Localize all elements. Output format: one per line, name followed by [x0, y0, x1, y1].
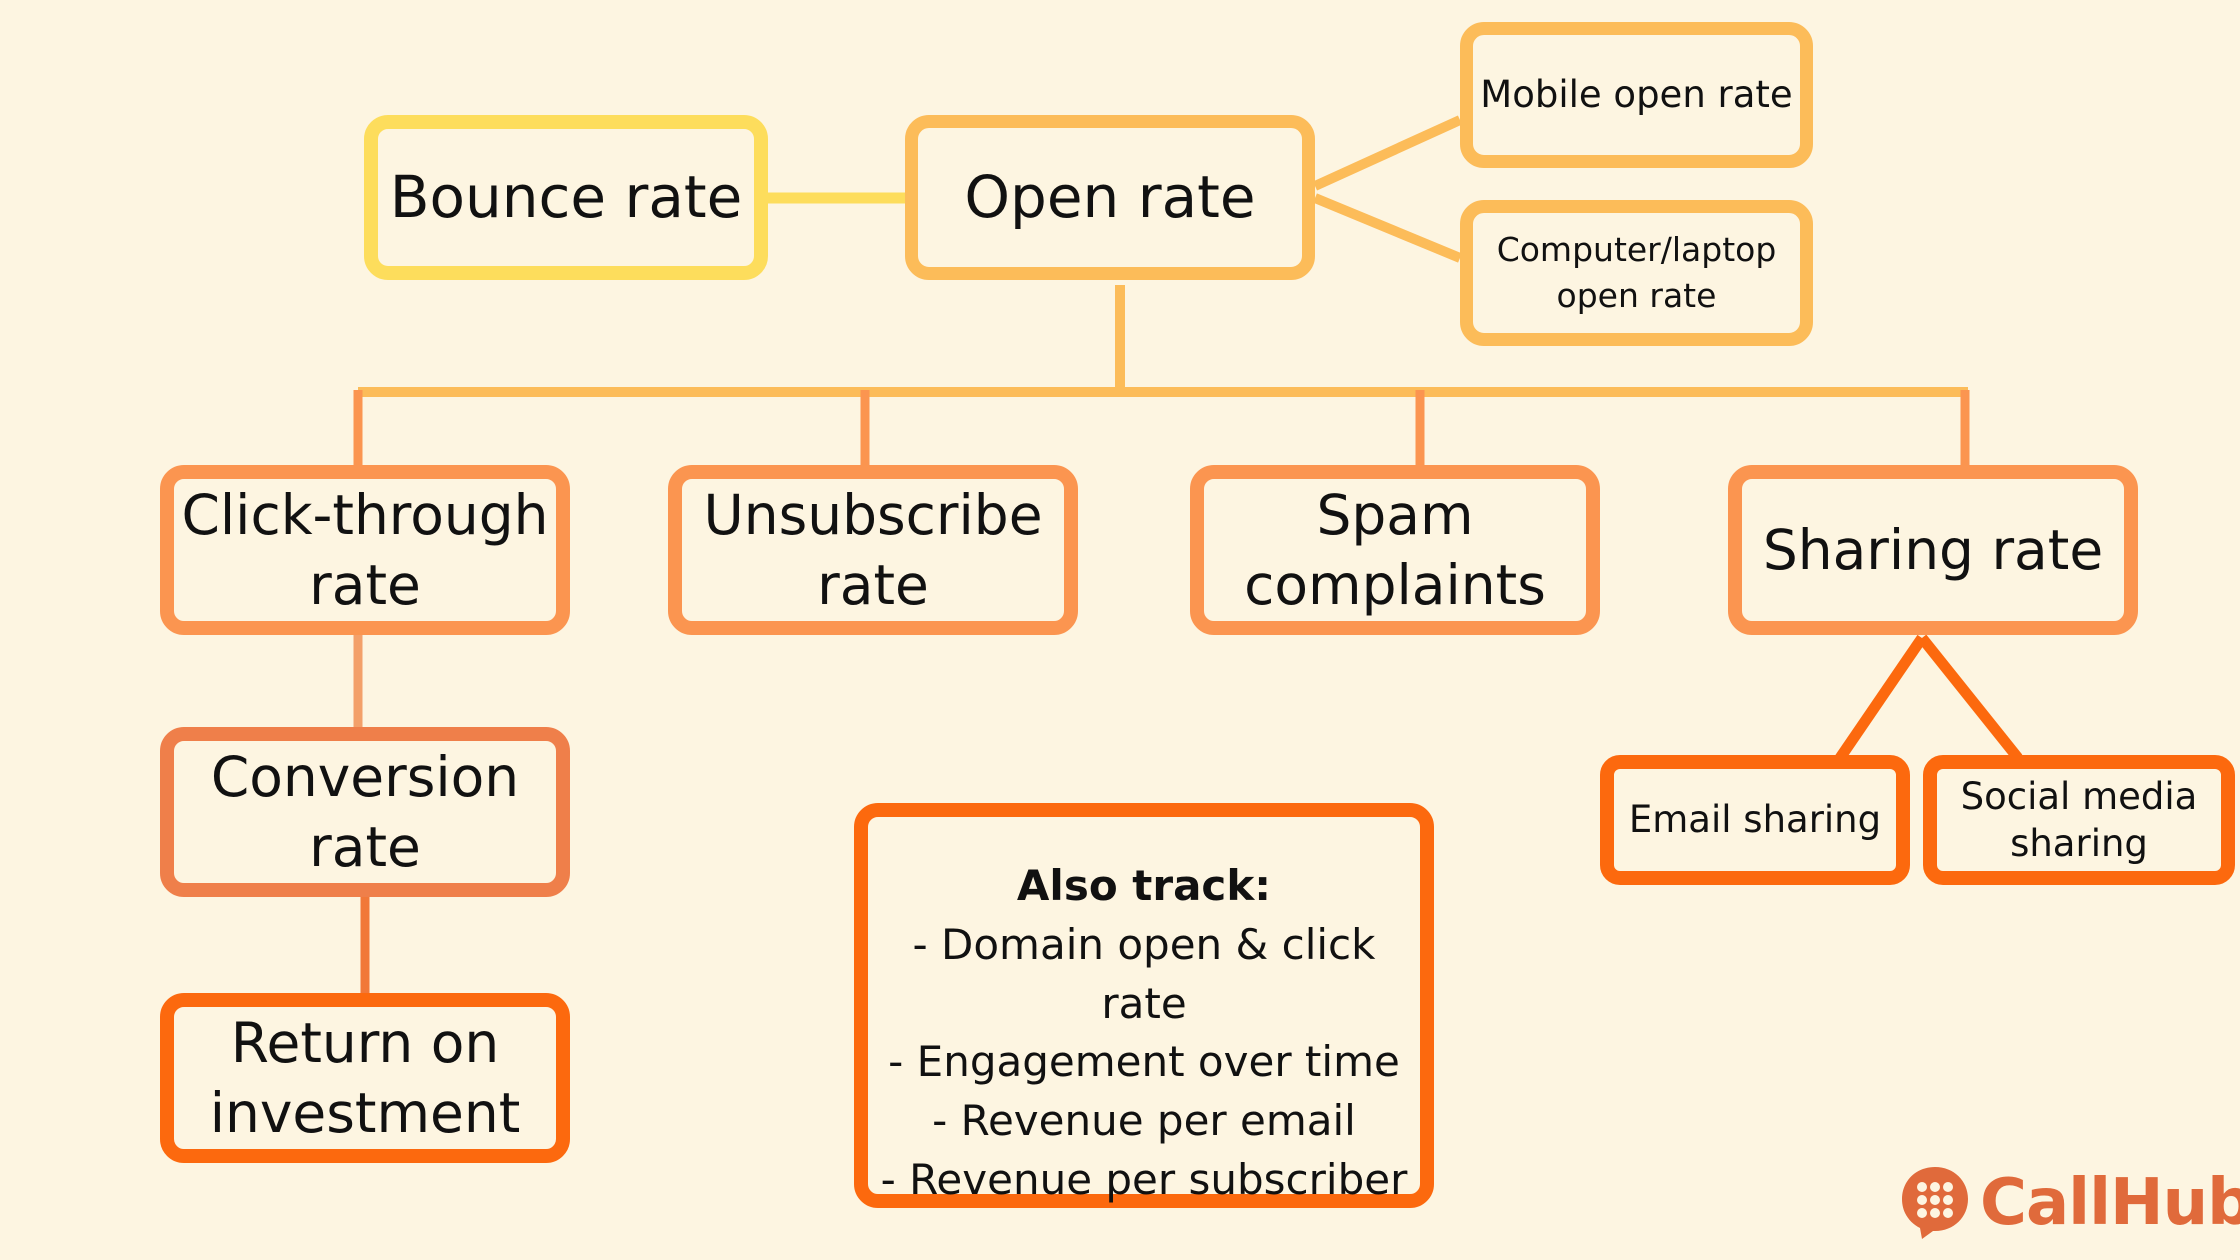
node-bounce-rate-label: Bounce rate	[389, 163, 743, 232]
node-email-sharing: Email sharing	[1600, 755, 1910, 885]
node-social-media-sharing: Social media sharing	[1923, 755, 2235, 885]
node-sharing-rate-label: Sharing rate	[1762, 517, 2104, 582]
also-track-box: Also track: - Domain open & click rate -…	[854, 803, 1434, 1208]
node-sharing-rate: Sharing rate	[1728, 465, 2138, 635]
node-unsubscribe-rate-label: Unsubscribe rate	[703, 482, 1043, 617]
brand-name: CallHub	[1980, 1166, 2240, 1240]
connector-sharing-social	[1917, 634, 2023, 762]
node-spam-complaints: Spam complaints	[1190, 465, 1600, 635]
also-track-item: - Revenue per email	[932, 1096, 1356, 1146]
node-conversion-rate: Conversion rate	[160, 727, 570, 897]
also-track-item: - Revenue per subscriber	[880, 1154, 1408, 1204]
callhub-logo-icon	[1902, 1167, 1968, 1239]
node-computer-open-rate-label: Computer/laptop open rate	[1496, 229, 1777, 315]
node-mobile-open-rate-label: Mobile open rate	[1480, 73, 1793, 117]
also-track-item: - Engagement over time	[888, 1037, 1400, 1087]
node-spam-complaints-label: Spam complaints	[1244, 482, 1546, 617]
also-track-item: - Domain open & click rate	[912, 919, 1376, 1028]
node-click-through-rate: Click-through rate	[160, 465, 570, 635]
node-click-through-rate-label: Click-through rate	[181, 482, 549, 617]
connector-sharing-email	[1835, 634, 1927, 762]
node-return-on-investment: Return on investment	[160, 993, 570, 1163]
node-computer-open-rate: Computer/laptop open rate	[1460, 200, 1813, 346]
node-mobile-open-rate: Mobile open rate	[1460, 22, 1813, 168]
node-open-rate: Open rate	[905, 115, 1315, 280]
node-unsubscribe-rate: Unsubscribe rate	[668, 465, 1078, 635]
node-open-rate-label: Open rate	[964, 163, 1256, 232]
node-email-sharing-label: Email sharing	[1628, 798, 1882, 842]
node-social-media-sharing-label: Social media sharing	[1960, 774, 2198, 865]
node-conversion-rate-label: Conversion rate	[210, 744, 520, 879]
node-bounce-rate: Bounce rate	[364, 115, 768, 280]
connector-open-mobile	[1312, 115, 1463, 191]
connector-open-computer	[1313, 193, 1462, 263]
brand-logo: CallHub	[1900, 1165, 2240, 1241]
also-track-heading: Also track:	[1016, 861, 1272, 910]
node-return-on-investment-label: Return on investment	[209, 1010, 521, 1145]
